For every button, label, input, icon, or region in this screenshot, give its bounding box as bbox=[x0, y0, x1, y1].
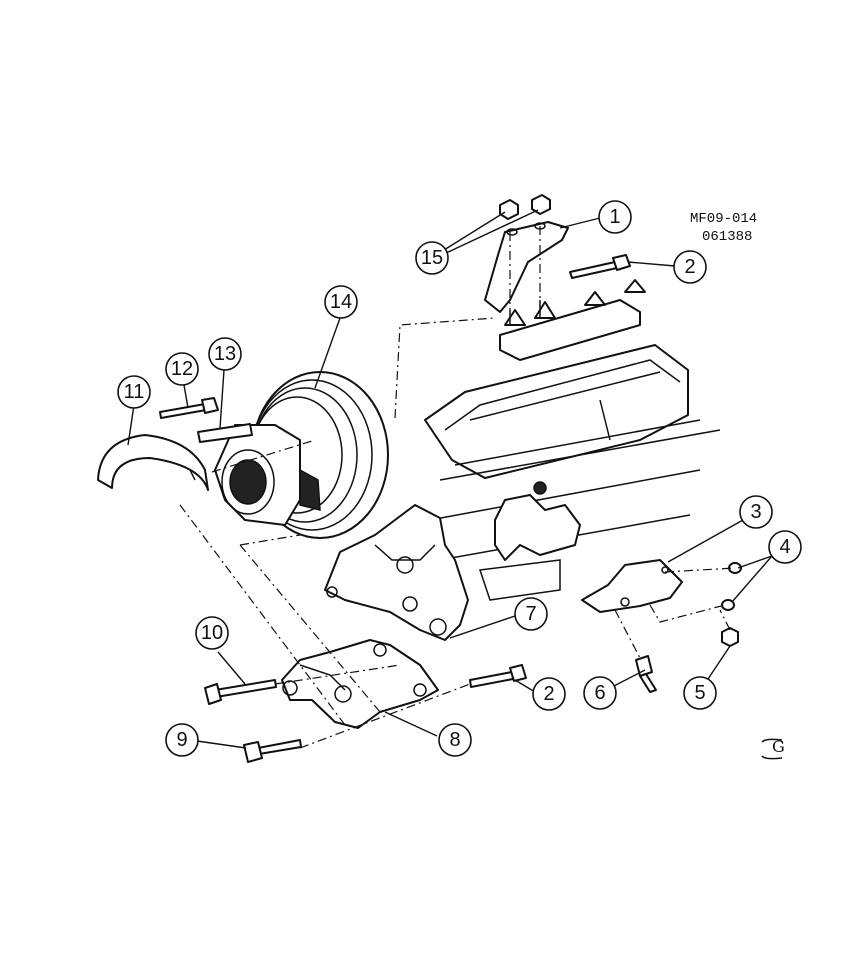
callout-5: 5 bbox=[683, 676, 717, 710]
svg-text:8: 8 bbox=[449, 729, 460, 751]
part-10-bolt bbox=[204, 679, 277, 705]
part-4-washers bbox=[721, 562, 742, 611]
svg-text:9: 9 bbox=[176, 729, 187, 751]
leader-lines bbox=[127, 209, 773, 749]
part-11-shield bbox=[97, 434, 209, 491]
callout-1: 1 bbox=[598, 200, 632, 234]
callout-2-upper: 2 bbox=[673, 250, 707, 284]
callout-14: 14 bbox=[324, 285, 358, 319]
svg-text:10: 10 bbox=[201, 622, 223, 644]
svg-text:5: 5 bbox=[694, 682, 705, 704]
svg-text:3: 3 bbox=[750, 501, 761, 523]
drawing-code: MF09-014 bbox=[690, 211, 757, 227]
alignment-lines bbox=[179, 226, 736, 749]
callout-9: 9 bbox=[165, 723, 199, 757]
svg-text:7: 7 bbox=[525, 603, 536, 625]
part-14-crankshaft-pulley bbox=[214, 371, 389, 539]
svg-text:11: 11 bbox=[124, 381, 145, 403]
callout-8: 8 bbox=[438, 723, 472, 757]
corner-logo-mark: G bbox=[761, 737, 785, 760]
part-3-side-bracket bbox=[581, 559, 683, 613]
callout-10: 10 bbox=[195, 616, 229, 650]
callout-3: 3 bbox=[739, 495, 773, 529]
manifold-stud-block bbox=[499, 279, 646, 361]
part-1-upper-bracket bbox=[484, 221, 569, 313]
callout-6: 6 bbox=[583, 676, 617, 710]
callout-11: 11 bbox=[117, 375, 151, 409]
svg-text:14: 14 bbox=[330, 291, 352, 313]
part-9-bolt bbox=[243, 739, 302, 763]
part-5-nut bbox=[721, 627, 739, 647]
drawing-date-code: 061388 bbox=[702, 229, 752, 245]
part-12-bolt bbox=[159, 397, 219, 419]
callout-4: 4 bbox=[768, 530, 802, 564]
svg-text:2: 2 bbox=[684, 256, 695, 278]
svg-text:4: 4 bbox=[779, 536, 790, 558]
callout-12: 12 bbox=[165, 352, 199, 386]
part-13-tab bbox=[197, 423, 253, 443]
part-6-bolt bbox=[635, 655, 657, 693]
callout-7: 7 bbox=[514, 597, 548, 631]
part-2-upper-bolt bbox=[569, 254, 631, 279]
callout-2-lower: 2 bbox=[532, 677, 566, 711]
svg-text:G: G bbox=[772, 737, 785, 756]
svg-text:15: 15 bbox=[421, 247, 443, 269]
callout-13: 13 bbox=[208, 337, 242, 371]
svg-text:12: 12 bbox=[171, 358, 193, 380]
engine-valve-cover bbox=[424, 344, 721, 481]
part-7-front-bracket bbox=[324, 504, 469, 641]
svg-text:13: 13 bbox=[214, 343, 236, 365]
part-8-lower-bracket bbox=[281, 639, 439, 729]
engine-block bbox=[429, 469, 701, 601]
callout-15: 15 bbox=[415, 241, 449, 275]
svg-text:1: 1 bbox=[609, 206, 620, 228]
svg-text:6: 6 bbox=[594, 682, 605, 704]
svg-text:2: 2 bbox=[543, 683, 554, 705]
part-15-nuts bbox=[499, 194, 551, 220]
part-2-lower-bolt bbox=[469, 664, 527, 688]
